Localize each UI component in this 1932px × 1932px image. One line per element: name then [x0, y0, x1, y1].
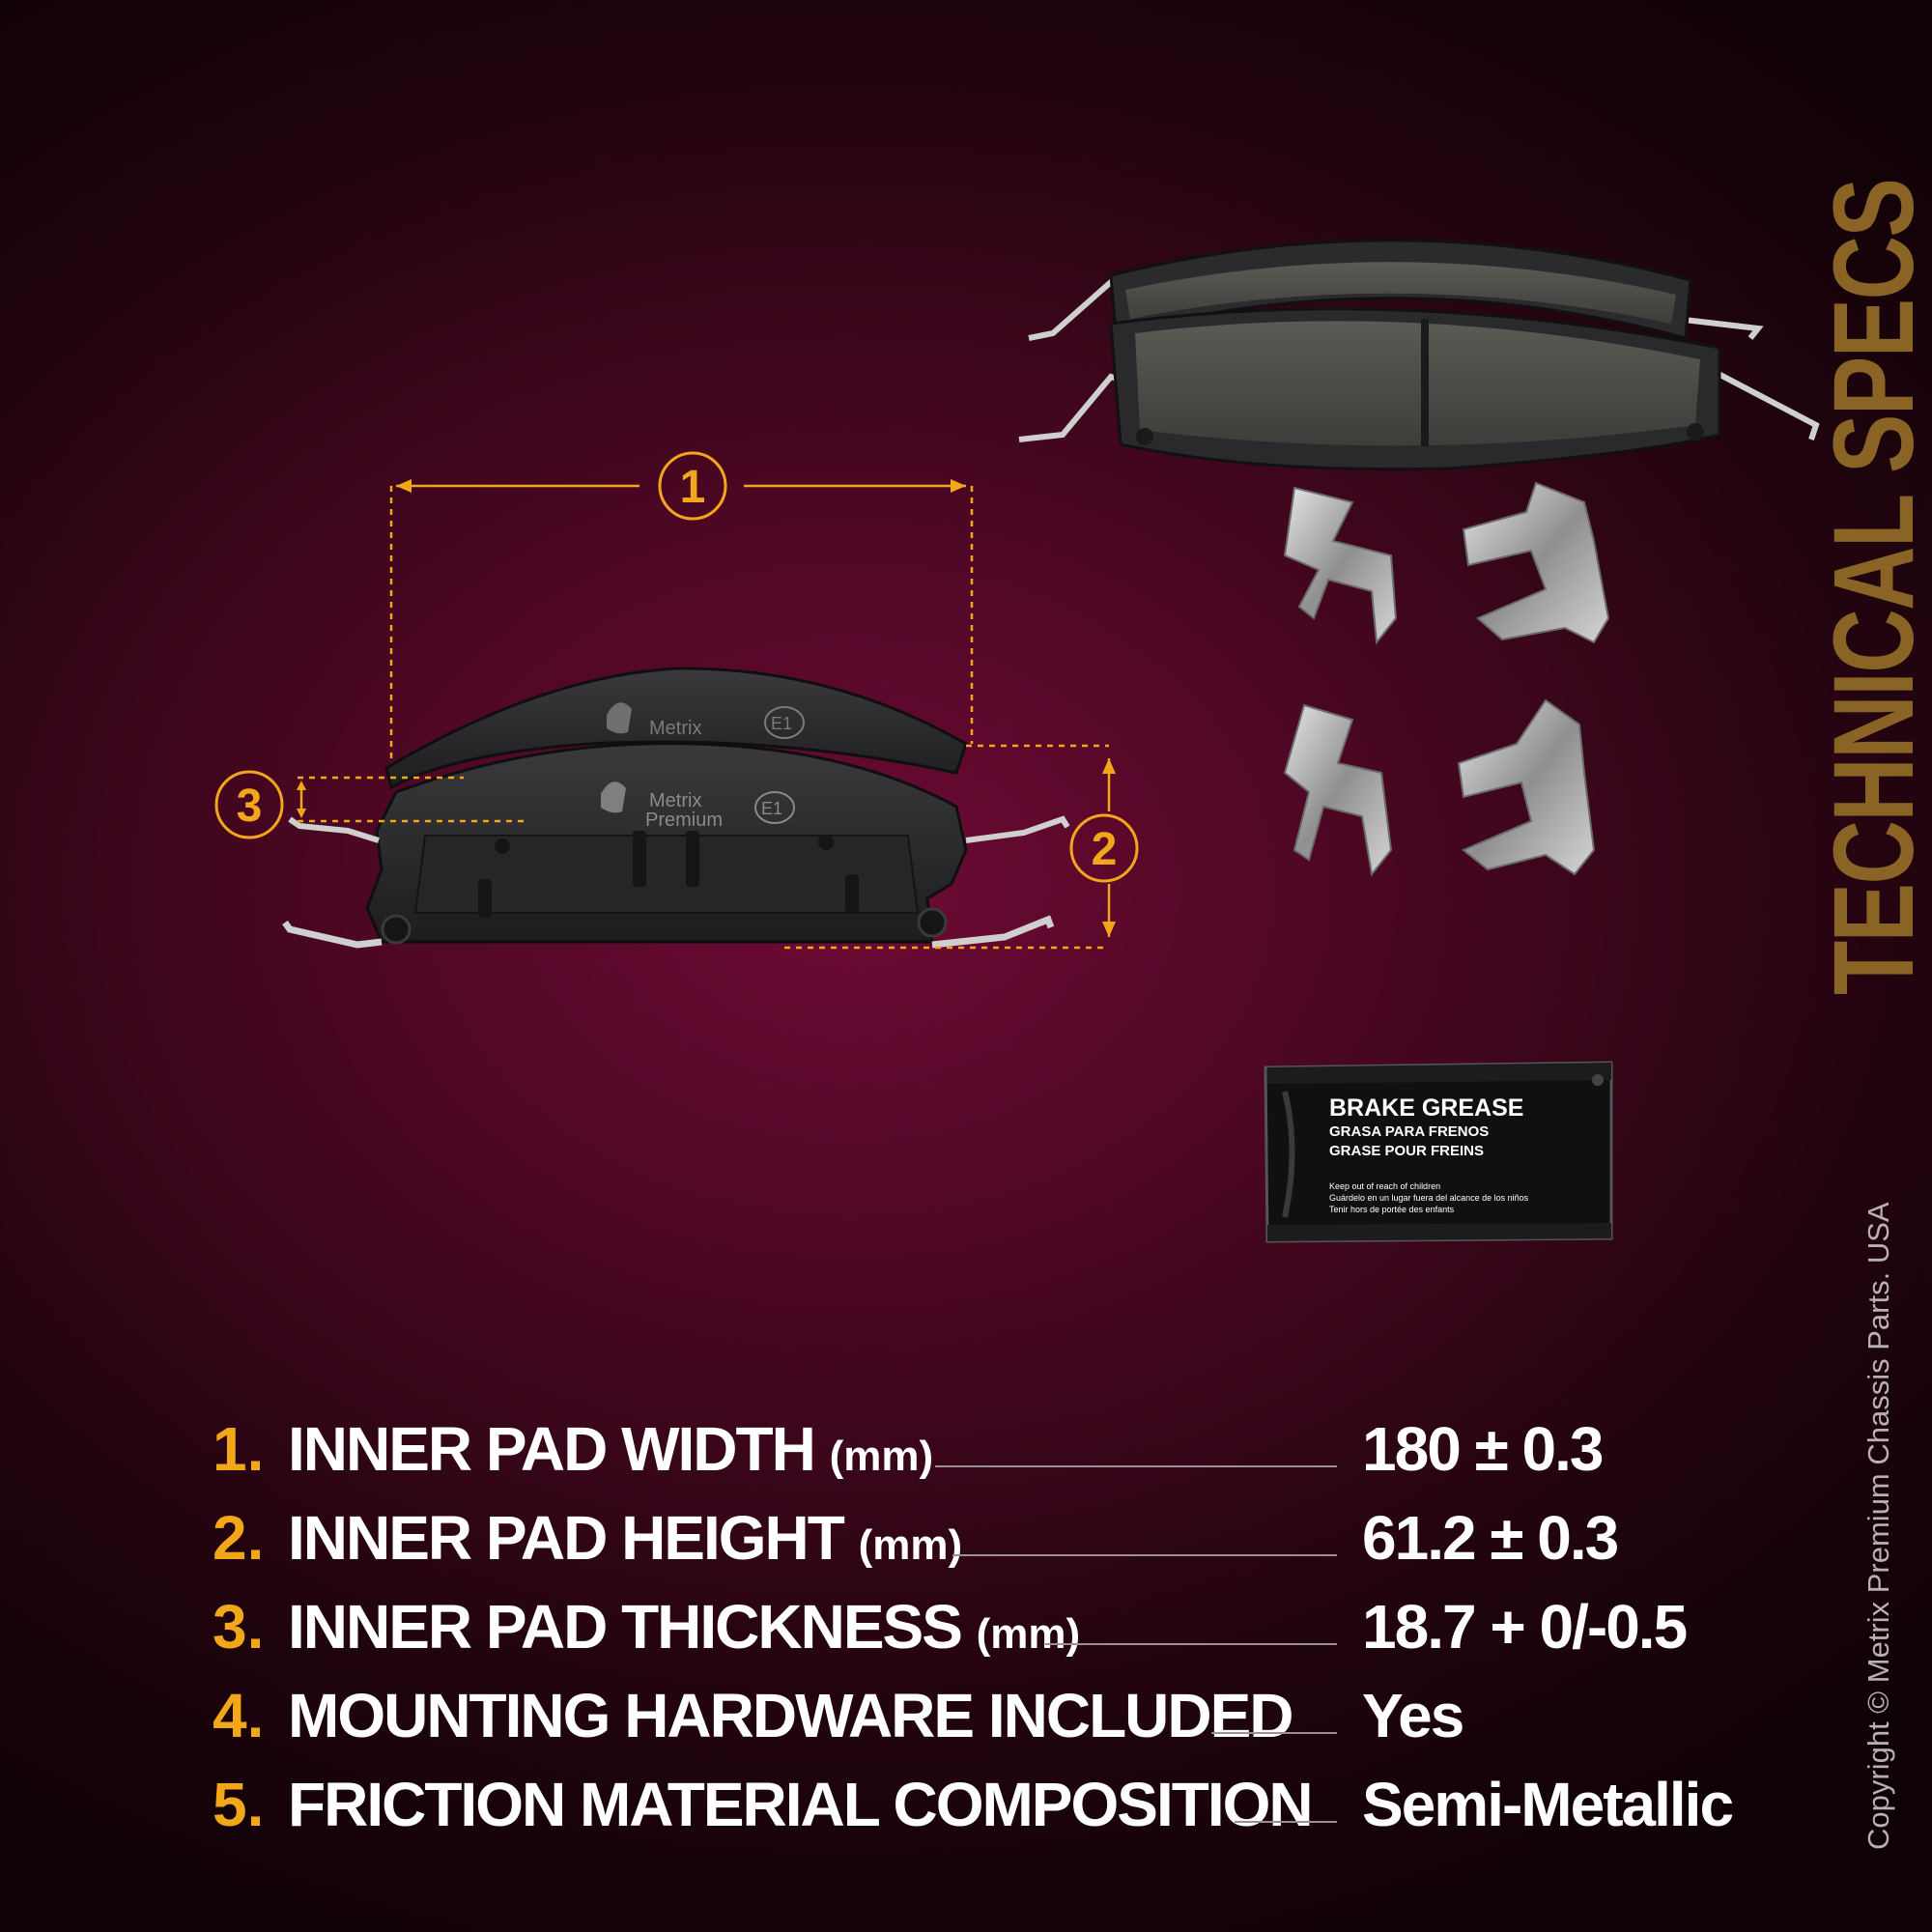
mounting-clips [1283, 481, 1610, 877]
spec-label: FRICTION MATERIAL COMPOSITION [288, 1770, 1314, 1839]
grease-spanish: GRASA PARA FRENOS [1329, 1123, 1489, 1140]
grease-warning-es: Guárdelo en un lugar fuera del alcance d… [1329, 1193, 1529, 1203]
clip-3 [1283, 703, 1393, 877]
lion-logo-front [601, 781, 626, 813]
spec-label: MOUNTING HARDWARE INCLUDED [288, 1681, 1293, 1750]
clip-1 [1283, 486, 1398, 645]
spec-unit: (mm) [858, 1521, 963, 1569]
spec-row-2: 2. INNER PAD HEIGHT (mm) 61.2 ± 0.3 [213, 1494, 1758, 1581]
spec-value: 180 ± 0.3 [1362, 1414, 1604, 1484]
brake-grease-packet: BRAKE GREASE GRASA PARA FRENOS GRASE POU… [1264, 1061, 1613, 1243]
marker-2-label: 2 [1092, 824, 1118, 875]
grease-portuguese: GRASE POUR FREINS [1329, 1143, 1484, 1159]
pad-brand-line1: Metrix [649, 790, 701, 811]
svg-text:E1: E1 [761, 799, 782, 818]
spec-row-3: 3. INNER PAD THICKNESS (mm) 18.7 + 0/-0.… [213, 1583, 1758, 1670]
svg-text:E1: E1 [771, 714, 792, 733]
spec-number: 4. [213, 1681, 265, 1750]
e1-mark-back [764, 706, 805, 739]
spec-row-4: 4. MOUNTING HARDWARE INCLUDED Yes [213, 1672, 1758, 1759]
spec-number: 1. [213, 1414, 265, 1484]
grease-title: BRAKE GREASE [1329, 1094, 1523, 1122]
spec-value: 18.7 + 0/-0.5 [1362, 1592, 1688, 1662]
spec-leader-line [1235, 1821, 1337, 1823]
spec-leader-line [1211, 1732, 1337, 1734]
spring-clip-left-upper [1028, 278, 1122, 341]
dimension-annotations [214, 451, 1139, 950]
spec-unit: (mm) [976, 1610, 1081, 1658]
spring-clip-right-lower [1713, 369, 1820, 440]
grease-warning-en: Keep out of reach of children [1329, 1181, 1440, 1191]
top-brake-pads [1018, 239, 1820, 471]
marker-1-label: 1 [680, 462, 706, 513]
spec-leader-line [935, 1465, 1337, 1467]
spec-leader-line [1045, 1643, 1337, 1645]
pad-brand-line2: Premium [645, 810, 723, 831]
lion-logo-back [607, 702, 632, 734]
marker-2-circle [1069, 813, 1139, 883]
spec-number: 5. [213, 1770, 265, 1839]
spec-label: INNER PAD THICKNESS (mm) [288, 1592, 1081, 1662]
marker-1-circle [658, 451, 727, 521]
pad-brand-back: Metrix [649, 718, 701, 739]
spring-clip-right-upper [1675, 316, 1764, 340]
spec-value: Semi-Metallic [1362, 1770, 1734, 1839]
spec-number: 3. [213, 1592, 265, 1662]
grease-warning-fr: Tenir hors de portée des enfants [1329, 1205, 1455, 1214]
clip-2 [1462, 481, 1610, 644]
spec-row-5: 5. FRICTION MATERIAL COMPOSITION Semi-Me… [213, 1761, 1758, 1848]
spring-clip-left-lower [1018, 373, 1126, 442]
marker-3-label: 3 [237, 781, 263, 832]
spec-value: 61.2 ± 0.3 [1362, 1503, 1619, 1573]
spec-label: INNER PAD HEIGHT (mm) [288, 1503, 963, 1573]
marker-3-circle [214, 770, 284, 839]
spec-row-1: 1. INNER PAD WIDTH (mm) 180 ± 0.3 [213, 1406, 1758, 1492]
spec-value: Yes [1362, 1681, 1464, 1750]
spec-unit: (mm) [829, 1433, 934, 1480]
e1-mark-front [754, 791, 795, 824]
spec-label: INNER PAD WIDTH (mm) [288, 1414, 934, 1484]
spec-leader-line [952, 1554, 1337, 1556]
clip-4 [1457, 698, 1596, 876]
spec-number: 2. [213, 1503, 265, 1573]
main-brake-pads: Metrix Metrix Premium E1 E1 [282, 667, 1070, 949]
